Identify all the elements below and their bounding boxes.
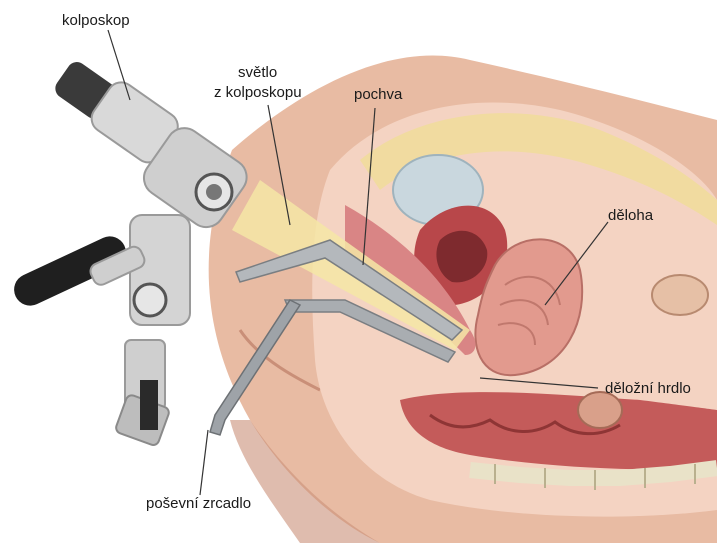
leader-speculum — [200, 430, 208, 495]
label-light-line1: světlo — [238, 64, 277, 82]
label-speculum: poševní zrcadlo — [146, 495, 251, 513]
label-light-line2: z kolposkopu — [214, 84, 302, 102]
label-colposcope: kolposkop — [62, 12, 130, 30]
label-uterus: děloha — [608, 207, 653, 225]
bowel-loop-2 — [652, 275, 708, 315]
label-cervix: děložní hrdlo — [605, 380, 691, 398]
label-vagina: pochva — [354, 86, 402, 104]
